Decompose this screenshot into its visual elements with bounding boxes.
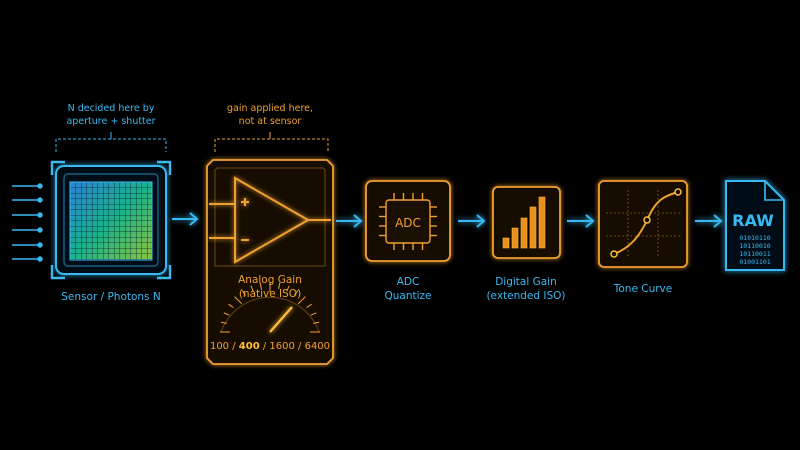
photon-arrow	[12, 256, 43, 262]
gauge-tick	[223, 312, 230, 316]
tone-curve-stage	[598, 180, 688, 268]
bar-5	[538, 196, 546, 249]
binary-line: 10110011	[739, 250, 770, 258]
arrow-sensor-to-gain	[172, 212, 199, 226]
photon-arrow	[12, 227, 43, 233]
gauge-tick	[234, 296, 243, 305]
sensor-note-bracket	[55, 138, 167, 152]
iso-value: 100	[209, 341, 230, 352]
iso-separator: /	[294, 341, 305, 352]
chip-icon	[379, 193, 437, 250]
iso-value: 6400	[304, 341, 331, 352]
gauge-needle	[269, 306, 293, 333]
sensor-grid-icon	[69, 181, 153, 261]
iso-gauge	[220, 282, 320, 333]
sensor-note-line: N decided here by	[67, 103, 155, 114]
gain-note-line: gain applied here,	[226, 103, 313, 114]
bar-1	[502, 237, 510, 249]
iso-separator: /	[229, 341, 239, 352]
iso-value: 1600	[269, 341, 295, 352]
sensor-note-line: aperture + shutter	[66, 116, 156, 127]
analog-gain-label-line1: Analog Gain	[238, 274, 302, 286]
photon-arrow	[12, 197, 43, 203]
photon-arrow	[12, 242, 43, 248]
photon-stream	[12, 183, 43, 262]
gauge-tick	[286, 285, 290, 292]
amplifier-icon	[209, 176, 331, 264]
gauge-tick	[228, 303, 234, 308]
raw-file-stage	[725, 180, 785, 271]
photon-arrow	[12, 183, 43, 189]
gauge-ticks	[220, 282, 320, 333]
analog-gain-label: Analog Gain (native ISO)	[207, 273, 333, 301]
analog-gain-stage	[206, 159, 334, 365]
gauge-tick	[241, 290, 246, 296]
iso-value-selected: 400	[238, 341, 260, 352]
gauge-tick	[306, 303, 312, 308]
binary-line: 01010110	[739, 234, 770, 242]
gauge-tick	[294, 290, 299, 296]
sensor-label: Sensor / Photons N	[61, 291, 161, 303]
gauge-tick	[313, 321, 320, 324]
arrow-tone-to-raw	[695, 214, 723, 228]
bar-3	[520, 217, 528, 249]
digital-gain-label: Digital Gain (extended ISO)	[470, 275, 582, 303]
iso-scale: 100 / 400 / 1600 / 6400	[207, 341, 333, 352]
gauge-tick	[278, 282, 281, 289]
sensor-note: N decided here by aperture + shutter	[46, 102, 176, 128]
adc-label: ADC Quantize	[360, 275, 456, 303]
arrow-gain-to-adc	[336, 214, 363, 228]
curve-icon	[606, 188, 682, 258]
digital-gain-label-line1: Digital Gain	[495, 276, 557, 288]
photon-arrow	[12, 212, 43, 218]
adc-label-line2: Quantize	[384, 290, 432, 302]
gauge-tick	[250, 285, 254, 292]
gauge-tick	[220, 321, 227, 324]
iso-separator: /	[259, 341, 270, 352]
gauge-tick	[310, 312, 317, 316]
adc-label-line1: ADC	[396, 276, 420, 288]
gain-note-bracket	[214, 138, 329, 152]
gauge-tick	[297, 296, 306, 305]
binary-line: 10110010	[739, 242, 770, 250]
bar-chart-icon	[502, 196, 546, 249]
analog-gain-label-line2: (native ISO)	[238, 288, 302, 300]
arrow-adc-to-digital	[458, 214, 486, 228]
raw-file-text: RAW	[732, 211, 774, 230]
bar-4	[529, 206, 537, 249]
gauge-tick	[259, 282, 262, 289]
sensor-corner-brackets	[50, 160, 172, 280]
gain-note: gain applied here, not at sensor	[205, 102, 335, 128]
digital-gain-label-line2: (extended ISO)	[486, 290, 566, 302]
adc-chip-text: ADC	[395, 216, 421, 230]
bar-2	[511, 227, 519, 249]
arrow-digital-to-tone	[567, 214, 595, 228]
gain-note-line: not at sensor	[238, 116, 302, 127]
binary-lines: 01010110 10110010 10110011 01001101	[739, 234, 770, 266]
tone-curve-label: Tone Curve	[613, 283, 673, 295]
binary-line: 01001101	[739, 258, 770, 266]
